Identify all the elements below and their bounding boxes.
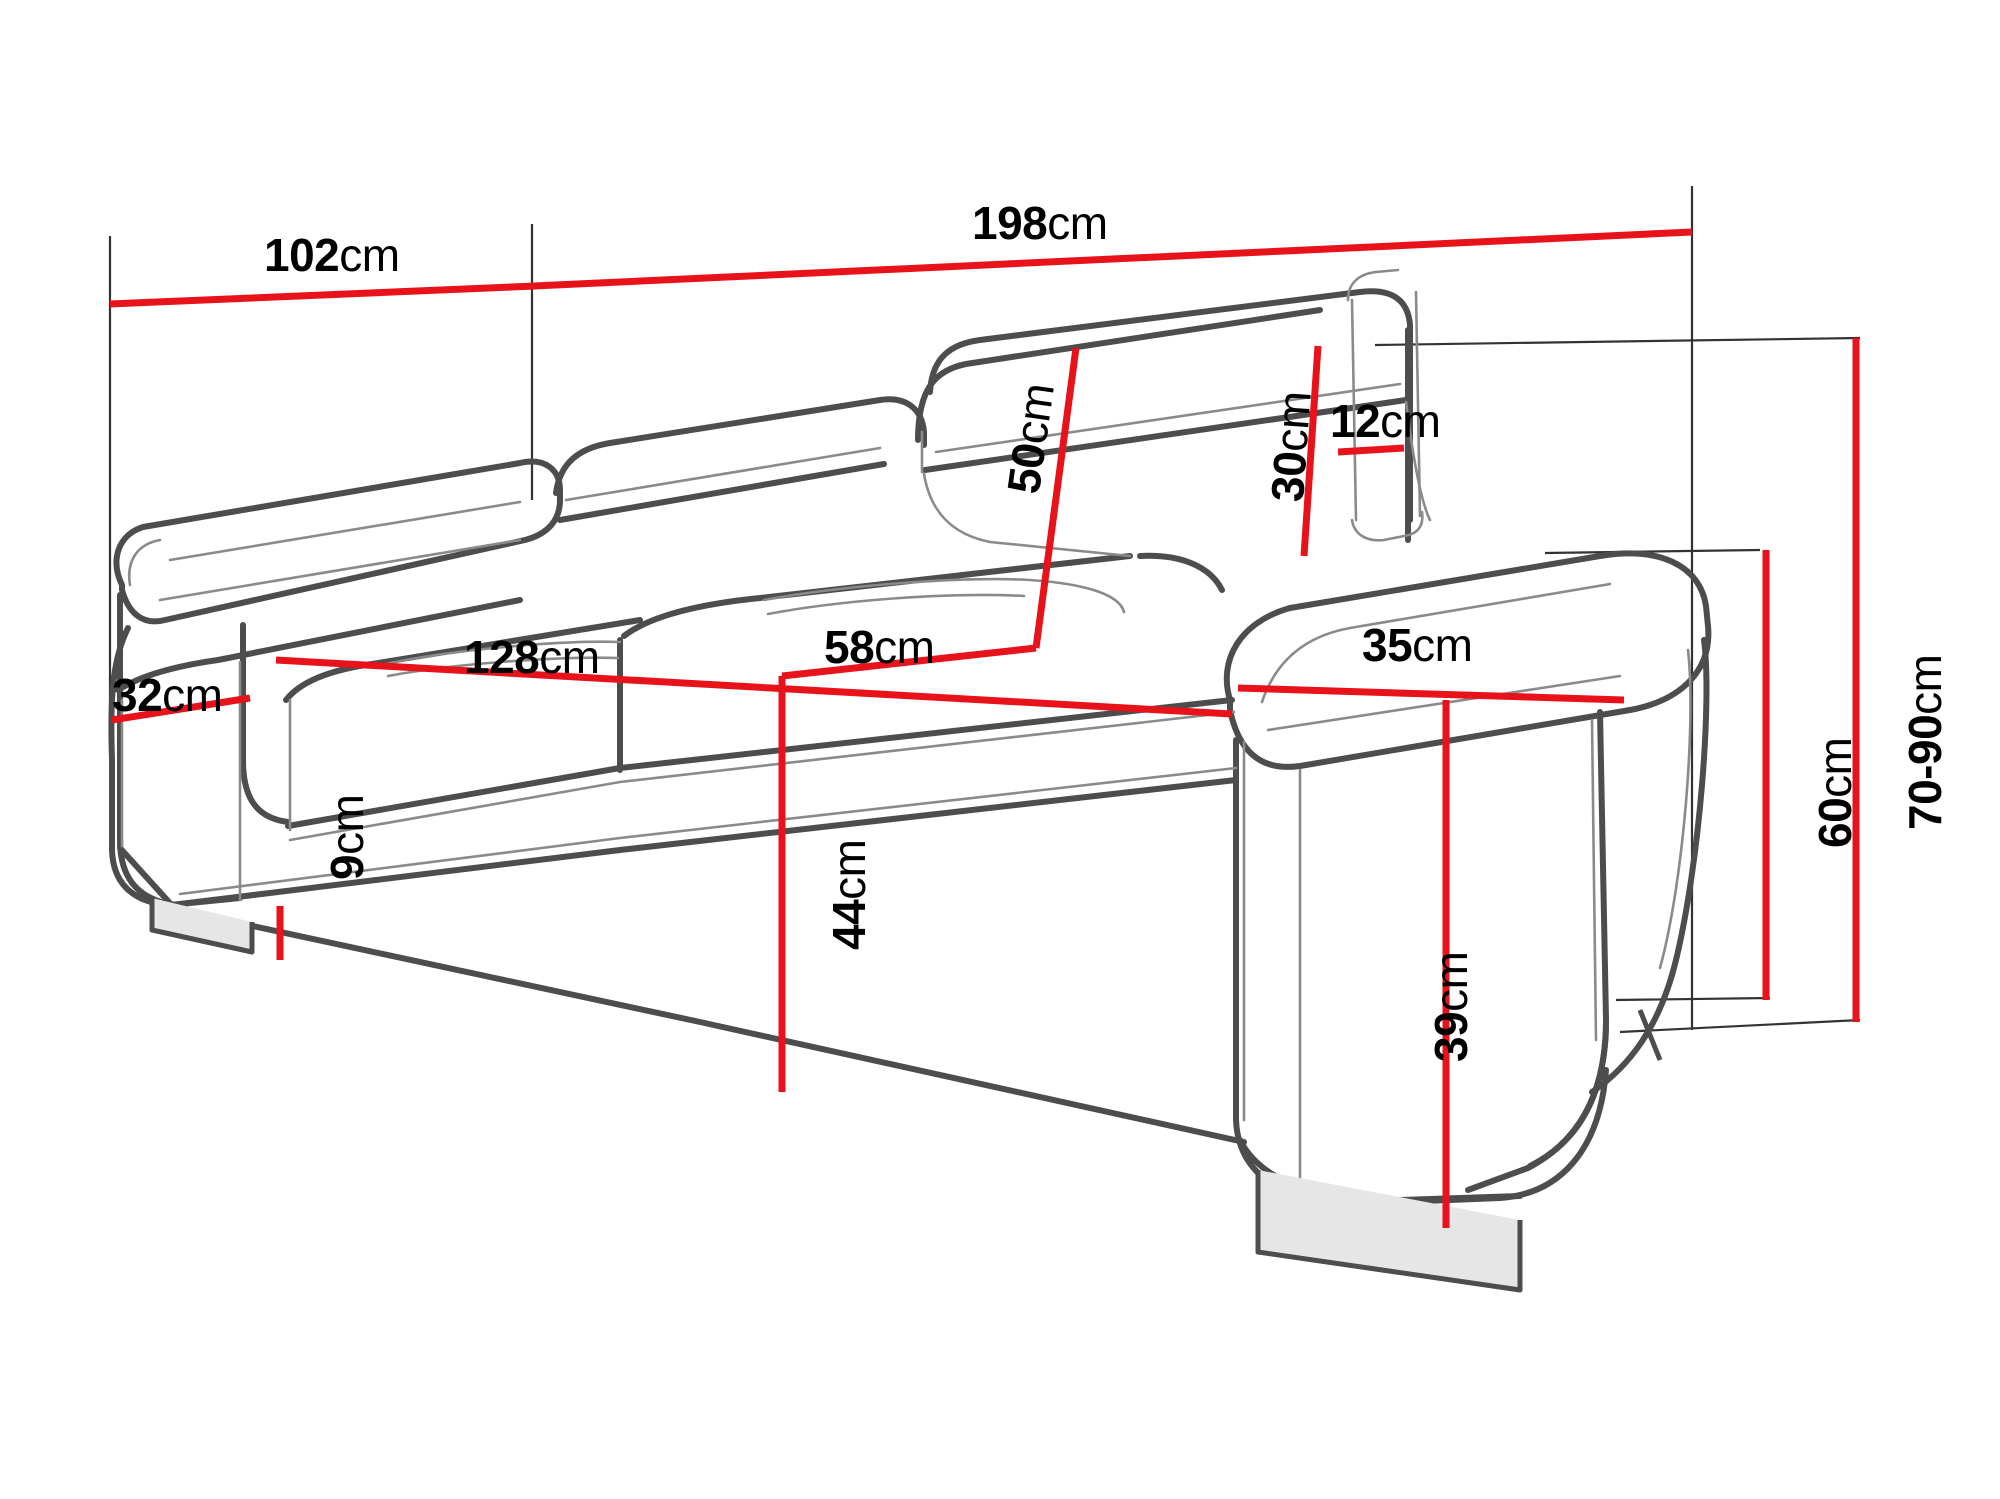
label-armrest-height-value: 39	[1425, 1011, 1477, 1062]
left-leg	[149, 898, 255, 955]
label-seat-height-front-unit: cm	[823, 839, 875, 900]
seat-right-back-edge	[1137, 552, 1225, 593]
right-rear-leg	[1637, 1009, 1663, 1061]
label-leg-height-value: 9	[321, 854, 373, 880]
label-backrest-height-unit: cm	[1004, 380, 1064, 448]
label-leg-height: 9cm	[321, 794, 373, 880]
label-seat-depth: 58cm	[824, 624, 935, 670]
headrest-thin-top	[1346, 268, 1400, 302]
left-arm-side-panel	[108, 625, 243, 908]
label-overall-depth: 102cm	[264, 232, 400, 278]
left-armrest-top-pad	[113, 458, 563, 625]
backrest-right-skirt	[1404, 400, 1432, 522]
label-total-height-range-unit: cm	[1899, 654, 1951, 715]
seat-cushion-right-top	[621, 553, 1133, 639]
right-block-thin-2	[1590, 718, 1598, 1042]
label-seat-depth-unit: cm	[874, 621, 935, 673]
label-headrest-thickness-value: 12	[1330, 395, 1381, 447]
label-armrest-height: 39cm	[1425, 951, 1477, 1063]
backrest-left-top-rail	[553, 396, 927, 496]
right-arm-front-face	[1233, 737, 1523, 1205]
label-seat-depth-value: 58	[824, 621, 875, 673]
label-armrest-height-unit: cm	[1425, 951, 1477, 1012]
sofa-legs	[149, 898, 1663, 1293]
label-armrest-depth-left-unit: cm	[162, 669, 223, 721]
label-overall-depth-unit: cm	[339, 229, 400, 281]
label-seat-width: 128cm	[464, 634, 600, 680]
left-base-top-edge	[115, 597, 523, 693]
headrest-thin-bottom	[1350, 510, 1424, 542]
base-left-bottom	[117, 845, 181, 915]
sofa-detail-lines	[120, 268, 1692, 1182]
left-arm-crease-2	[158, 538, 522, 602]
label-headrest-height-value: 30	[1261, 449, 1317, 504]
label-seat-back-height-unit: cm	[1809, 737, 1861, 798]
label-headrest-height: 30cm	[1261, 389, 1321, 504]
label-armrest-width-right: 35cm	[1362, 622, 1473, 668]
label-headrest-thickness-unit: cm	[1380, 395, 1441, 447]
label-seat-back-height: 60cm	[1809, 737, 1861, 849]
label-armrest-depth-left-value: 32	[112, 669, 163, 721]
right-outer-thin	[1658, 648, 1692, 970]
right-block-side	[1465, 1025, 1609, 1193]
label-overall-width-value: 198	[972, 197, 1048, 249]
label-backrest-height-value: 50	[997, 439, 1056, 497]
headrest-thin-right	[1414, 290, 1422, 518]
label-armrest-width-right-unit: cm	[1412, 619, 1473, 671]
left-arm-crease-1	[168, 500, 522, 562]
backrest-tall-bottom	[922, 397, 1409, 473]
guide-lines	[108, 186, 1861, 1034]
seat-left-dip	[384, 640, 622, 666]
base-thin-upper	[178, 766, 1238, 896]
right-armrest-pad	[1223, 550, 1712, 770]
right-outer-sweep	[1589, 637, 1710, 1095]
label-overall-width-unit: cm	[1047, 197, 1108, 249]
label-seat-width-value: 128	[464, 631, 540, 683]
label-total-height-range: 70-90cm	[1899, 654, 1951, 830]
dimline-58	[781, 644, 1037, 680]
label-seat-height-front: 44cm	[823, 839, 875, 951]
left-arm-seam	[127, 538, 162, 587]
label-leg-height-unit: cm	[321, 794, 373, 855]
dimline-102	[109, 282, 537, 308]
label-seat-height-front-value: 44	[823, 899, 875, 950]
dimline-30	[1300, 345, 1322, 557]
label-armrest-depth-left: 32cm	[112, 672, 223, 718]
seat-left-dip2	[386, 656, 620, 678]
label-seat-back-height-value: 60	[1809, 797, 1861, 848]
dimline-32	[111, 694, 251, 724]
label-headrest-height-unit: cm	[1264, 389, 1321, 454]
dimline-12	[1337, 444, 1405, 456]
seat-front-thin	[288, 710, 1236, 842]
headrest-thin-left	[1350, 298, 1358, 522]
guide-to-height-top	[1374, 336, 1861, 347]
seat-front-top-edge	[285, 697, 1235, 829]
backrest-tall-top	[927, 288, 1413, 523]
label-overall-depth-value: 102	[264, 229, 340, 281]
dimline-50	[1032, 347, 1080, 649]
guide-60-top	[1544, 548, 1761, 555]
guide-to-height-bottom	[1619, 1018, 1861, 1034]
label-total-height-range-value: 70-90	[1899, 714, 1951, 830]
dimline-128-main	[275, 656, 1233, 718]
base-bottom-edge	[175, 907, 1247, 1145]
backrest-left-seam	[564, 446, 882, 502]
dimline-35	[1237, 684, 1625, 704]
left-arm-inner-edge	[240, 622, 291, 825]
right-front-leg	[1255, 1170, 1523, 1293]
seat-right-dip2	[766, 593, 1026, 616]
backrest-skirt	[922, 472, 1132, 558]
dimline-198	[533, 228, 1693, 290]
label-headrest-thickness: 12cm	[1330, 398, 1441, 444]
dimension-lines	[109, 228, 1860, 1228]
guide-60-bottom	[1615, 996, 1771, 1002]
backrest-left-bottom	[557, 461, 887, 523]
label-seat-width-unit: cm	[539, 631, 600, 683]
backrest-tall-seam	[934, 382, 1402, 454]
label-armrest-width-right-value: 35	[1362, 619, 1413, 671]
seat-right-dip	[762, 577, 1126, 614]
label-overall-width: 198cm	[972, 200, 1108, 246]
base-front-top-line	[169, 777, 1239, 908]
